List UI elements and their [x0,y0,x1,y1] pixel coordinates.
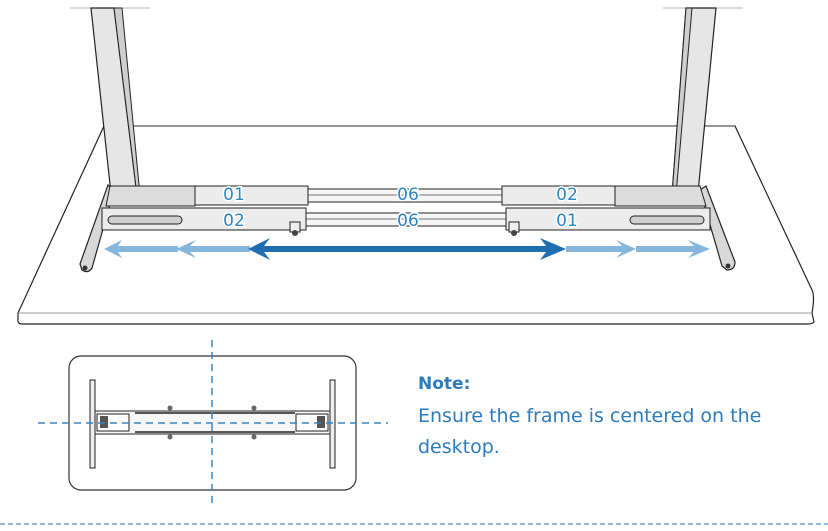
left-foot [79,183,115,273]
arrow-center-double [248,238,566,260]
label-upper-right: 02 [556,185,578,205]
label-lower-left: 02 [223,211,245,231]
label-lower-center: 06 [397,211,419,231]
arrow-left-outer [104,240,178,258]
label-upper-left: 01 [223,185,245,205]
right-foot [699,185,736,271]
slot-left [107,215,183,225]
arrow-right-middle [566,240,636,258]
note-body: Ensure the frame is centered on the desk… [418,405,762,458]
slot-right [629,215,705,225]
note-box: Note: Ensure the frame is centered on th… [418,374,798,463]
note-title: Note: [418,374,471,394]
extension-arrows [104,238,710,260]
upper-crossbar [105,185,707,207]
arrow-left-middle [176,240,250,258]
arrow-right-outer [636,240,710,258]
lower-crossbar [101,207,711,236]
label-lower-right: 01 [556,211,578,231]
label-upper-center: 06 [397,185,419,205]
